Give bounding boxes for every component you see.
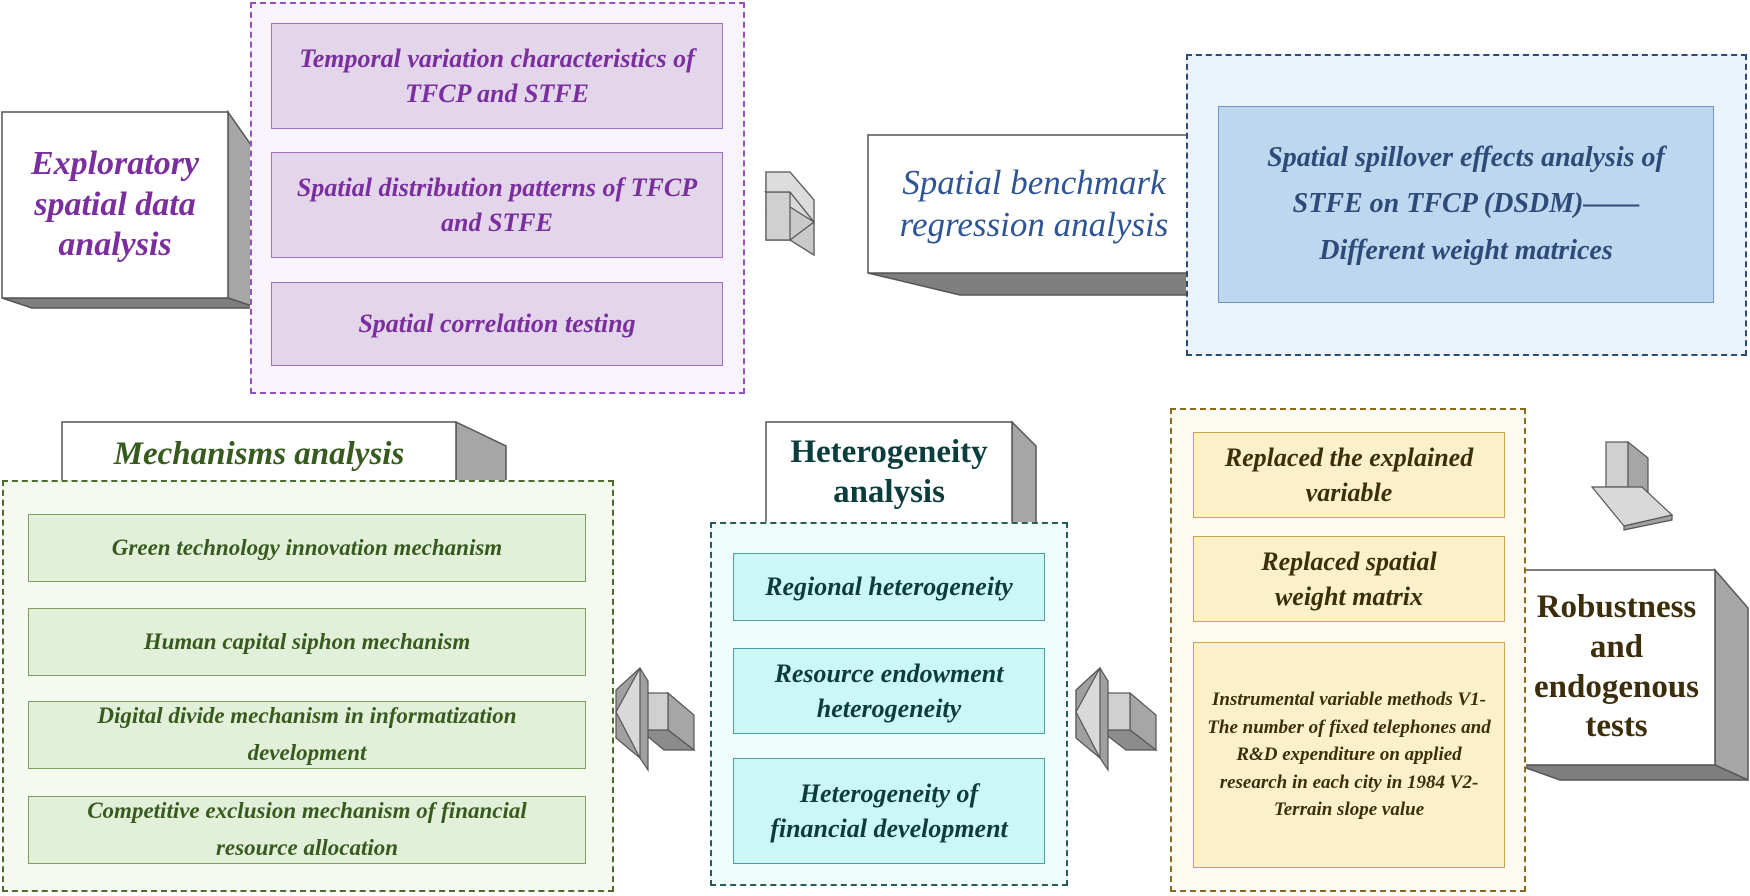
eda-item-temporal: Temporal variation characteristics of TF… — [271, 23, 723, 129]
benchmark-title: Spatial benchmark regression analysis — [899, 163, 1169, 244]
heterogeneity-item-financial: Heterogeneity of financial development — [733, 758, 1045, 864]
robustness-item-instrumental: Instrumental variable methods V1-The num… — [1193, 642, 1505, 868]
eda-3d-box — [1, 109, 259, 310]
mechanisms-3d-box — [61, 420, 507, 498]
heterogeneity-item-regional: Regional heterogeneity — [733, 553, 1045, 621]
arrow-down-icon — [1590, 440, 1674, 531]
robustness-title: Robustness and endogenous tests — [1533, 589, 1700, 745]
eda-title: Exploratory spatial data analysis — [30, 144, 200, 264]
benchmark-item-spillover: Spatial spillover effects analysis of ST… — [1218, 106, 1714, 303]
robustness-item-weight-matrix: Replaced spatial weight matrix — [1193, 536, 1505, 622]
robustness-3d-box — [1517, 567, 1749, 782]
mechanisms-item-green-tech: Green technology innovation mechanism — [28, 514, 586, 582]
arrow-right-icon — [763, 170, 815, 257]
eda-item-distribution: Spatial distribution patterns of TFCP an… — [271, 152, 723, 258]
mechanisms-item-human-capital: Human capital siphon mechanism — [28, 608, 586, 676]
mechanisms-item-digital-divide: Digital divide mechanism in informatizat… — [28, 701, 586, 769]
eda-item-correlation: Spatial correlation testing — [271, 282, 723, 366]
mechanisms-item-competitive: Competitive exclusion mechanism of finan… — [28, 796, 586, 864]
heterogeneity-title: Heterogeneity analysis — [790, 434, 988, 510]
heterogeneity-item-resource: Resource endowment heterogeneity — [733, 648, 1045, 734]
arrow-left-icon — [1075, 666, 1158, 772]
arrow-left-icon-2 — [615, 667, 696, 772]
robustness-item-explained: Replaced the explained variable — [1193, 432, 1505, 518]
mechanisms-title: Mechanisms analysis — [113, 435, 405, 472]
